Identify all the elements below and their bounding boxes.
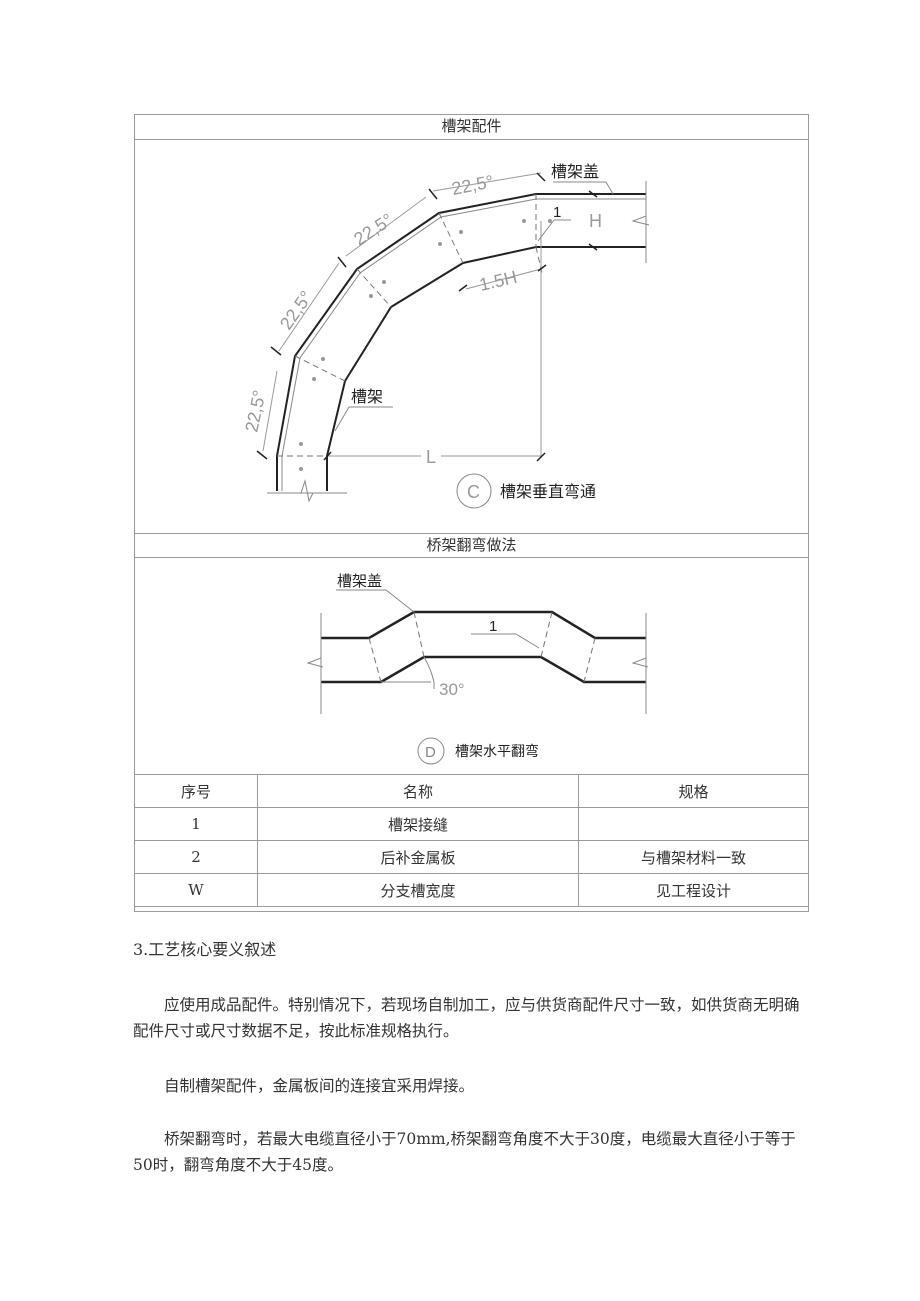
diagram-horizontal-bend: 槽架盖 1 槽架水平翻弯 30° D bbox=[306, 573, 649, 765]
cell-spec bbox=[578, 807, 808, 841]
angle-label-2: 22,5° bbox=[276, 287, 317, 333]
table-header-row: 序号 名称 规格 bbox=[135, 774, 808, 808]
angle-label-4: 22,5° bbox=[450, 171, 495, 199]
spec-table: 序号 名称 规格 1 槽架接缝 2 后补金属板 与槽架材料一致 W 分支槽宽度 … bbox=[135, 774, 808, 907]
tray-label: 槽架 bbox=[351, 388, 383, 406]
cell-index: 1 bbox=[135, 807, 258, 841]
paragraph-2: 自制槽架配件，金属板间的连接宜采用焊接。 bbox=[164, 1077, 475, 1095]
cell-spec: 见工程设计 bbox=[578, 873, 808, 907]
angle-label-30: 30° bbox=[439, 680, 465, 699]
table-row: W 分支槽宽度 见工程设计 bbox=[135, 873, 808, 907]
section-title: 3.工艺核心要义叙述 bbox=[133, 940, 277, 959]
cell-name: 分支槽宽度 bbox=[257, 873, 579, 907]
height-marker: H bbox=[589, 211, 602, 231]
cover-label: 槽架盖 bbox=[551, 163, 599, 181]
offset-label: 1.5H bbox=[477, 267, 519, 295]
cell-index: W bbox=[135, 873, 258, 907]
circle-letter-d: D bbox=[425, 744, 436, 761]
cover-label-d: 槽架盖 bbox=[337, 573, 382, 590]
cell-index: 2 bbox=[135, 840, 258, 874]
figure-header-fittings: 槽架配件 bbox=[135, 115, 808, 140]
cell-name: 槽架接缝 bbox=[257, 807, 579, 841]
diagram-vertical-bend: 22,5° 22,5° 22,5° 22,5° 1.5H L H 槽架盖 槽架 … bbox=[241, 163, 650, 509]
circle-letter-c: C bbox=[467, 482, 480, 502]
cell-spec: 与槽架材料一致 bbox=[578, 840, 808, 874]
col-header-name: 名称 bbox=[257, 774, 579, 808]
diagram-c-caption: 槽架垂直弯通 bbox=[500, 483, 596, 501]
table-row: 1 槽架接缝 bbox=[135, 807, 808, 841]
length-label: L bbox=[426, 447, 436, 467]
col-header-spec: 规格 bbox=[578, 774, 808, 808]
seam-marker-d: 1 bbox=[489, 618, 497, 635]
cell-name: 后补金属板 bbox=[257, 840, 579, 874]
angle-label-3: 22,5° bbox=[350, 210, 396, 250]
paragraph-3: 桥架翻弯时，若最大电缆直径小于70mm,桥架翻弯角度不大于30度，电缆最大直径小… bbox=[133, 1130, 796, 1174]
table-row: 2 后补金属板 与槽架材料一致 bbox=[135, 840, 808, 874]
diagram-d-caption: 槽架水平翻弯 bbox=[455, 743, 539, 759]
figure-header-bend-method: 桥架翻弯做法 bbox=[135, 533, 808, 558]
paragraph-1: 应使用成品配件。特别情况下，若现场自制加工，应与供货商配件尺寸一致，如供货商无明… bbox=[133, 996, 800, 1040]
col-header-index: 序号 bbox=[135, 774, 258, 808]
figure-frame: 槽架配件 bbox=[134, 114, 809, 912]
seam-marker: 1 bbox=[553, 204, 561, 221]
angle-label-1: 22,5° bbox=[241, 388, 269, 433]
